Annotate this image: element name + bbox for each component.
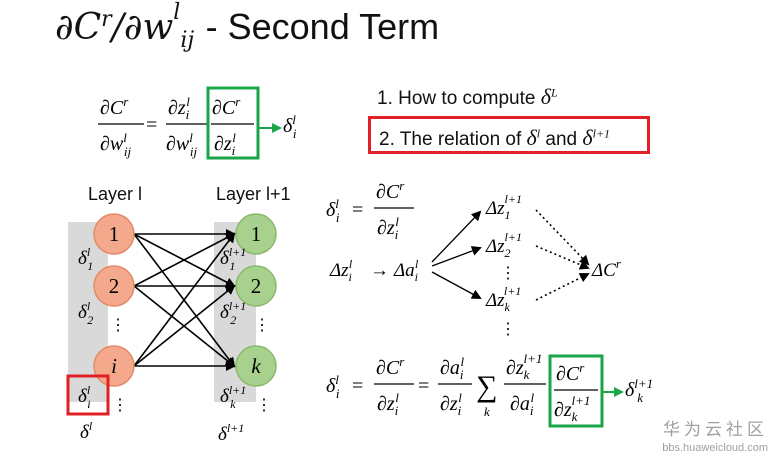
right-node-k — [235, 345, 277, 387]
svg-text:∂zil: ∂zil — [377, 214, 399, 242]
svg-text:∂zil: ∂zil — [214, 130, 236, 158]
left-node-1 — [93, 213, 135, 255]
point-1-sup: L — [550, 85, 558, 100]
svg-text:⋮: ⋮ — [112, 397, 128, 414]
title-math: ∂Cr/∂wlij — [55, 0, 195, 54]
svg-text:∂zil: ∂zil — [440, 390, 462, 418]
svg-text:Δz2l+1: Δz2l+1 — [485, 230, 522, 260]
point-2-sup2: l+1 — [592, 126, 611, 141]
left-nodes: 1 2 i — [93, 213, 135, 387]
svg-text:∂Cr: ∂Cr — [212, 94, 241, 119]
svg-text:∂Cr: ∂Cr — [376, 178, 405, 203]
point-1-symbol: δ — [540, 84, 551, 109]
svg-text:=: = — [418, 375, 429, 397]
svg-text:δl+1k: δl+1k — [625, 376, 653, 405]
svg-text:∂wlij: ∂wlij — [166, 130, 197, 159]
svg-text:∂wlij: ∂wlij — [100, 130, 131, 159]
svg-text:∂zkl+1: ∂zkl+1 — [506, 351, 542, 382]
point-2-number: 2. — [379, 129, 395, 150]
watermark-url: bbs.huaweicloud.com — [662, 442, 768, 454]
point-2-symbol2: δ — [582, 125, 593, 150]
left-node-2-label: 2 — [109, 274, 120, 298]
svg-text:δl+1: δl+1 — [218, 421, 244, 445]
right-nodes: 1 2 k — [235, 213, 277, 387]
point-2-symbol1: δ — [526, 125, 537, 150]
title-suffix: - Second Term — [205, 6, 440, 47]
svg-text:∂zil: ∂zil — [377, 390, 399, 418]
svg-text:∂Cr: ∂Cr — [376, 354, 405, 379]
connections — [133, 229, 236, 371]
point-2-box: 2. The relation of δl and δl+1 — [368, 116, 650, 154]
svg-text:⋮: ⋮ — [500, 321, 516, 338]
svg-text:Δz1l+1: Δz1l+1 — [485, 192, 522, 222]
right-node-k-label: k — [251, 354, 261, 378]
layer-right-label: Layer l+1 — [216, 184, 291, 204]
right-node-1-label: 1 — [251, 222, 262, 246]
point-1-text: How to compute — [398, 88, 536, 109]
svg-text:∂Cr: ∂Cr — [556, 360, 585, 385]
watermark-brand: 华为云社区 — [663, 420, 768, 439]
svg-text:=: = — [352, 199, 363, 221]
svg-text:∂ail: ∂ail — [510, 390, 535, 418]
svg-text:∑: ∑ — [476, 370, 497, 403]
svg-text:Δzkl+1: Δzkl+1 — [485, 284, 521, 314]
left-node-2 — [93, 265, 135, 307]
point-2-sup1: l — [536, 126, 541, 141]
svg-text:∂zil: ∂zil — [168, 94, 190, 122]
svg-text:δl2: δl2 — [78, 299, 93, 327]
svg-text:⋮: ⋮ — [254, 317, 270, 334]
left-node-i-label: i — [111, 354, 117, 378]
chain-diagram: Δzil → Δail Δz1l+1 Δz2l+1 ⋮ Δzkl+1 ⋮ ΔCr — [329, 192, 622, 338]
right-node-1 — [235, 213, 277, 255]
svg-text:δli: δli — [326, 196, 340, 225]
svg-text:δl1: δl1 — [78, 245, 93, 273]
svg-text:∂Cr: ∂Cr — [100, 94, 129, 119]
svg-text:∂zkl+1: ∂zkl+1 — [554, 393, 590, 424]
svg-text:k: k — [484, 404, 490, 419]
page-title: ∂Cr/∂wlij - Second Term — [55, 0, 440, 54]
right-node-2-label: 2 — [251, 274, 262, 298]
svg-text:δli: δli — [283, 112, 297, 141]
svg-text:∂ail: ∂ail — [440, 354, 465, 382]
svg-text:→: → — [370, 260, 389, 281]
svg-text:Δail: Δail — [393, 257, 419, 284]
svg-text:ΔCr: ΔCr — [591, 256, 622, 281]
point-2-connector: and — [545, 129, 578, 150]
svg-text:δli: δli — [326, 372, 340, 401]
svg-text:=: = — [352, 375, 363, 397]
point-1-number: 1. — [377, 88, 393, 109]
svg-text:⋮: ⋮ — [110, 317, 126, 334]
svg-text:=: = — [146, 114, 157, 136]
svg-text:⋮: ⋮ — [500, 265, 516, 282]
point-1: 1. How to compute δL — [377, 84, 558, 110]
svg-text:⋮: ⋮ — [256, 397, 272, 414]
right-node-2 — [235, 265, 277, 307]
left-node-1-label: 1 — [109, 222, 120, 246]
layer-left-label: Layer l — [88, 184, 143, 204]
svg-text:δl: δl — [80, 419, 93, 443]
point-2-text: The relation of — [399, 129, 522, 150]
svg-text:Δzil: Δzil — [329, 257, 353, 284]
svg-text:δli: δli — [78, 383, 91, 411]
